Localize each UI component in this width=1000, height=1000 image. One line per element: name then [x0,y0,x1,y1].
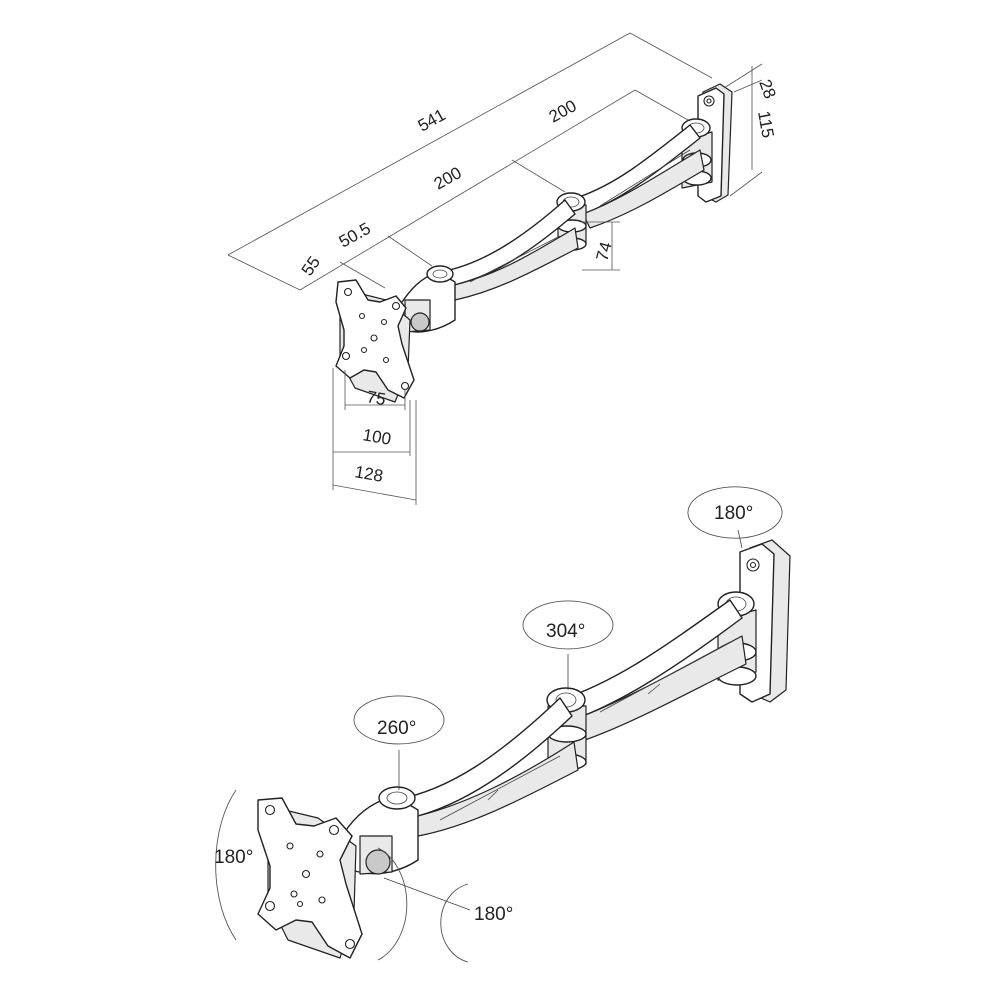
dimensioned-arm-view: 541 200 200 50.5 55 74 28 115 75 100 128 [227,32,780,505]
dim-vesa-small: 75 [365,387,387,409]
vesa-plate-top [335,279,415,403]
rotation-wall-pivot-label: 180° [714,503,753,524]
dim-wall-plate-height: 115 [754,109,777,139]
rotation-swivel-label: 180° [474,904,513,925]
dim-overall-length: 541 [415,105,449,135]
dim-vesa-large: 100 [361,425,392,449]
plate-joint-top [399,265,456,333]
dim-plate-depth: 55 [298,253,324,279]
rotation-tilt-label: 180° [214,847,253,868]
vesa-plate-bottom [257,797,363,959]
rotation-indicators [215,486,783,963]
dim-plate-offset: 50.5 [336,219,374,252]
dimension-lines [227,32,763,505]
dim-arm-segment-lower: 200 [431,163,465,193]
dim-arm-segment-upper: 200 [546,96,580,126]
dim-joint-height: 74 [593,240,616,263]
rotation-middle-joint-label: 304° [546,621,585,642]
lower-arm-bottom [394,697,579,837]
rotation-arm-joint-label: 260° [377,718,416,739]
upper-arm-bottom [559,599,747,741]
dim-plate-width: 128 [353,462,384,486]
plate-joint-bottom [339,786,419,875]
lower-arm-top [439,199,579,301]
rotation-arm-view: 180° 304° 260° 180° 180° [214,486,791,963]
dim-wall-plate-depth: 28 [755,77,779,101]
upper-arm-top [569,124,705,229]
